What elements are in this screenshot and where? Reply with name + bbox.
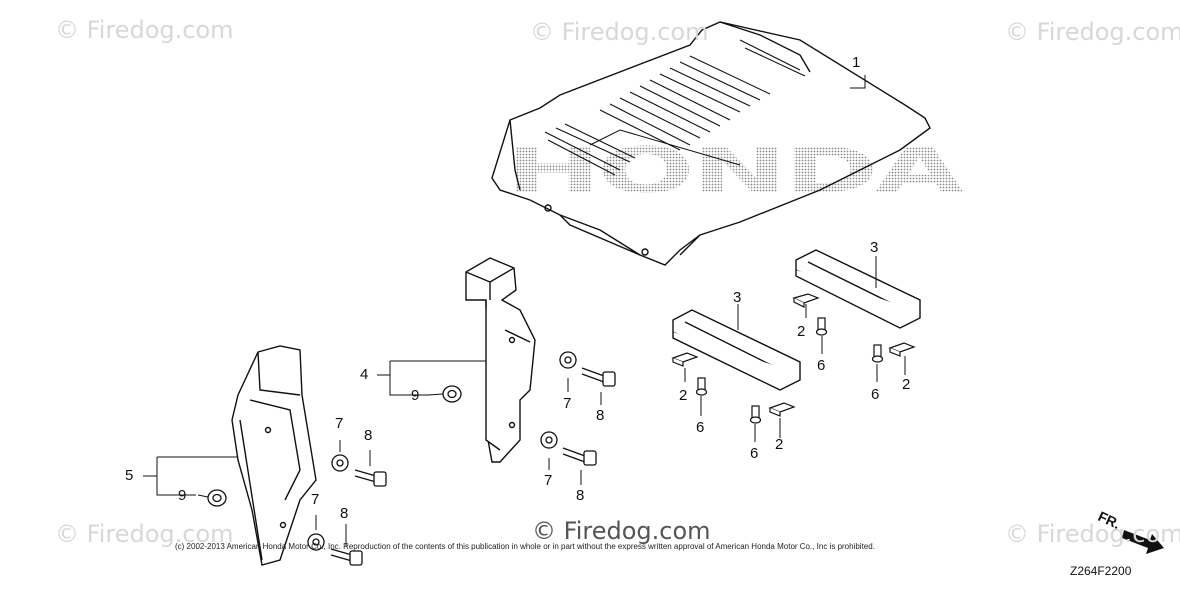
callout-8-b: 8 (576, 487, 585, 504)
rail-part-3-right (795, 249, 921, 329)
nut-part-9 (207, 385, 462, 507)
watermark-top-right: © Firedog.com (1005, 18, 1180, 46)
bracket-part-5 (231, 345, 317, 566)
callout-2-d: 2 (775, 436, 784, 453)
callout-1: 1 (852, 54, 861, 71)
watermark-bottom-left: © Firedog.com (55, 520, 234, 548)
callout-6-b: 6 (871, 386, 880, 403)
callout-7-d: 7 (311, 491, 320, 508)
callout-3-left: 3 (733, 289, 742, 306)
honda-logo: HONDA (505, 134, 964, 207)
callout-2-c: 2 (679, 387, 688, 404)
watermark-top-left: © Firedog.com (55, 16, 234, 44)
callout-7-a: 7 (563, 395, 572, 412)
copyright-notice: (c) 2002-2013 American Honda Motor Co., … (175, 542, 875, 551)
callout-9-upper: 9 (411, 387, 420, 404)
bracket-part-4 (465, 257, 536, 463)
callout-6-c: 6 (696, 419, 705, 436)
top-cover-part-1 (491, 21, 931, 266)
washer-part-7 (307, 351, 577, 551)
watermark-center: © Firedog.com (532, 517, 711, 545)
screw-part-6 (695, 317, 884, 424)
callout-8-d: 8 (340, 505, 349, 522)
callout-9-lower: 9 (178, 487, 187, 504)
callout-2-b: 2 (902, 376, 911, 393)
callout-5: 5 (125, 467, 134, 484)
diagram-code: Z264F2200 (1070, 564, 1132, 578)
callout-7-b: 7 (544, 472, 553, 489)
callout-2-a: 2 (797, 323, 806, 340)
callout-8-c: 8 (364, 427, 373, 444)
pad-part-2 (671, 293, 916, 417)
watermark-top-center: © Firedog.com (530, 18, 709, 46)
callout-3-right: 3 (870, 239, 879, 256)
front-direction-arrow (1122, 530, 1164, 554)
rail-part-3-left (672, 309, 801, 391)
callout-6-a: 6 (817, 357, 826, 374)
callout-4: 4 (360, 366, 369, 383)
leader-lines (143, 75, 906, 546)
callout-6-d: 6 (750, 445, 759, 462)
watermark-bottom-right: © Firedog.com (1005, 520, 1180, 548)
callout-8-a: 8 (596, 407, 605, 424)
callout-7-c: 7 (335, 415, 344, 432)
bolt-part-8 (330, 367, 616, 566)
